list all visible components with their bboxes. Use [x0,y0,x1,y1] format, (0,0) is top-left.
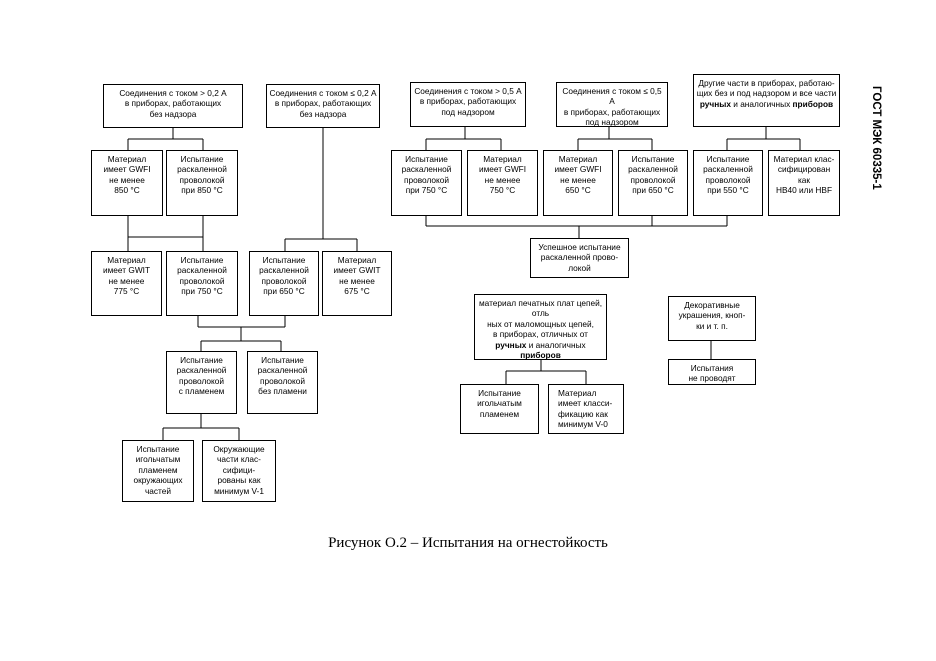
box-needle-flame-test: Испытание игольчатым пламенем [460,384,539,434]
box-glow-wire-test-750-a: Испытание раскаленной проволокой при 750… [391,150,462,216]
box-current-under-0-2a-unattended: Соединения с током ≤ 0,2 А в приборах, р… [266,84,380,128]
box-current-over-0-2a-unattended: Соединения с током > 0,2 А в приборах, р… [103,84,243,128]
box-other-parts: Другие части в приборах, работаю- щих бе… [693,74,840,127]
box-pcb-material: материал печатных плат цепей, отль ных о… [474,294,607,360]
box-glow-wire-test-750-b: Испытание раскаленной проволокой при 750… [166,251,238,316]
document-code-label: ГОСТ МЭК 60335-1 [870,86,882,190]
box-material-gwfi-650: Материал имеет GWFI не менее 650 °С [543,150,613,216]
box-glow-wire-test-850: Испытание раскаленной проволокой при 850… [166,150,238,216]
box-glow-wire-test-550: Испытание раскаленной проволокой при 550… [693,150,763,216]
box-material-gwit-675: Материал имеет GWIT не менее 675 °С [322,251,392,316]
box-glow-wire-test-650-b: Испытание раскаленной проволокой при 650… [249,251,319,316]
box-needle-flame-surrounding: Испытание игольчатым пламенем окружающих… [122,440,194,502]
box-successful-glow-wire-test: Успешное испытание раскаленной прово- ло… [530,238,629,278]
box-surrounding-parts-v1: Окружающие части клас- сифици- рованы ка… [202,440,276,502]
box-current-under-0-5a-attended: Соединения с током ≤ 0,5 А в приборах, р… [556,82,668,127]
box-current-over-0-5a-attended: Соединения с током > 0,5 А в приборах, р… [410,82,526,127]
box-decorative-items: Декоративные украшения, кноп- ки и т. п. [668,296,756,341]
box-material-v0: Материал имеет класси- фикацию как миним… [548,384,624,434]
box-no-tests: Испытания не проводят [668,359,756,385]
box-glow-wire-with-flame: Испытание раскаленной проволокой с пламе… [166,351,237,414]
box-glow-wire-test-650-a: Испытание раскаленной проволокой при 650… [618,150,688,216]
box-material-gwit-775: Материал имеет GWIT не менее 775 °С [91,251,162,316]
box-material-gwfi-750: Материал имеет GWFI не менее 750 °С [467,150,538,216]
figure-caption: Рисунок О.2 – Испытания на огнестойкость [328,535,608,551]
box-material-gwfi-850: Материал имеет GWFI не менее 850 °С [91,150,163,216]
box-glow-wire-without-flame: Испытание раскаленной проволокой без пла… [247,351,318,414]
box-material-hb40-hbf: Материал клас- сифицирован как НВ40 или … [768,150,840,216]
